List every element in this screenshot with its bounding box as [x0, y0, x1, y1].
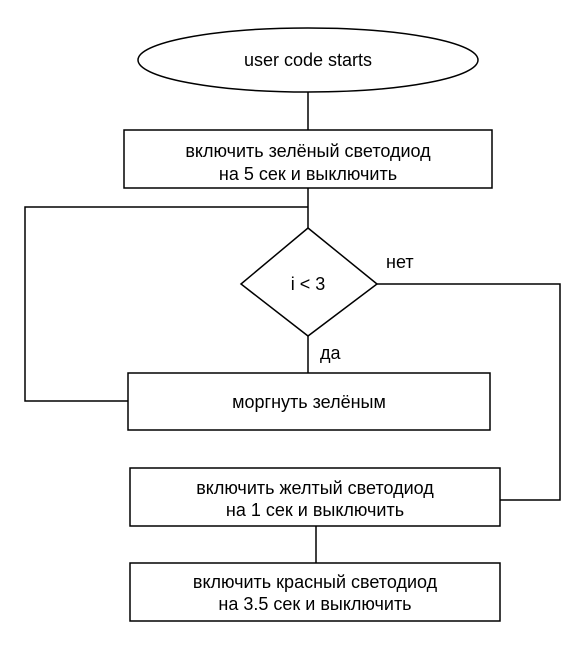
process-green-on: включить зелёный светодиод на 5 сек и вы… [123, 129, 493, 189]
process-blink-label: моргнуть зелёным [232, 392, 386, 412]
process-yellow-line2: на 1 сек и выключить [226, 500, 404, 520]
flowchart-connectors [24, 92, 561, 563]
process-red-box [129, 562, 501, 622]
edge-condition-no [377, 283, 561, 501]
decision-label: i < 3 [291, 274, 326, 294]
decision-diamond [239, 227, 379, 337]
process-blink: моргнуть зелёным [127, 372, 491, 431]
start-node: user code starts [137, 27, 479, 93]
process-yellow-line1: включить желтый светодиод [196, 478, 434, 498]
start-label: user code starts [244, 50, 372, 70]
process-red-line1: включить красный светодиод [193, 572, 438, 592]
process-yellow-on: включить желтый светодиод на 1 сек и вык… [129, 467, 501, 527]
start-ellipse [137, 27, 479, 93]
process-green-line2: на 5 сек и выключить [219, 164, 397, 184]
edge-label-yes: да [320, 343, 342, 363]
decision-node: i < 3 [239, 227, 379, 337]
process-green-line1: включить зелёный светодиод [185, 141, 431, 161]
edge-loop-back [24, 206, 308, 402]
process-red-on: включить красный светодиод на 3.5 сек и … [129, 562, 501, 622]
process-red-line2: на 3.5 сек и выключить [218, 594, 411, 614]
process-blink-box [127, 372, 491, 431]
process-green-box [123, 129, 493, 189]
edge-label-no: нет [386, 252, 414, 272]
process-yellow-box [129, 467, 501, 527]
